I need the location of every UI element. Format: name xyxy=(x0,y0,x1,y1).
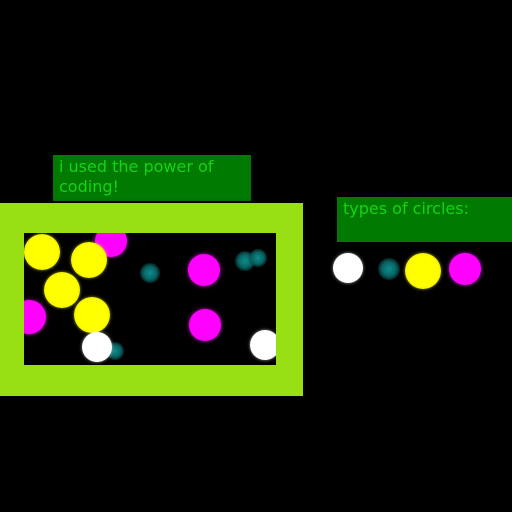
legend-magenta-circle xyxy=(449,253,481,285)
cyan-circle xyxy=(140,263,160,283)
magenta-circle xyxy=(188,254,220,286)
arena[interactable] xyxy=(24,233,276,365)
white-circle xyxy=(250,330,276,360)
yellow-circle xyxy=(44,272,80,308)
legend-yellow-circle xyxy=(405,253,441,289)
yellow-circle xyxy=(71,242,107,278)
cyan-circle xyxy=(249,249,267,267)
coding-label: i used the power of coding! xyxy=(53,155,251,201)
yellow-circle xyxy=(74,297,110,333)
white-circle xyxy=(82,332,112,362)
legend-cyan-circle xyxy=(378,258,400,280)
legend-white-circle xyxy=(333,253,363,283)
magenta-circle xyxy=(24,300,46,334)
yellow-circle xyxy=(24,234,60,270)
circle-types-label: types of circles: xyxy=(337,197,512,242)
magenta-circle xyxy=(189,309,221,341)
